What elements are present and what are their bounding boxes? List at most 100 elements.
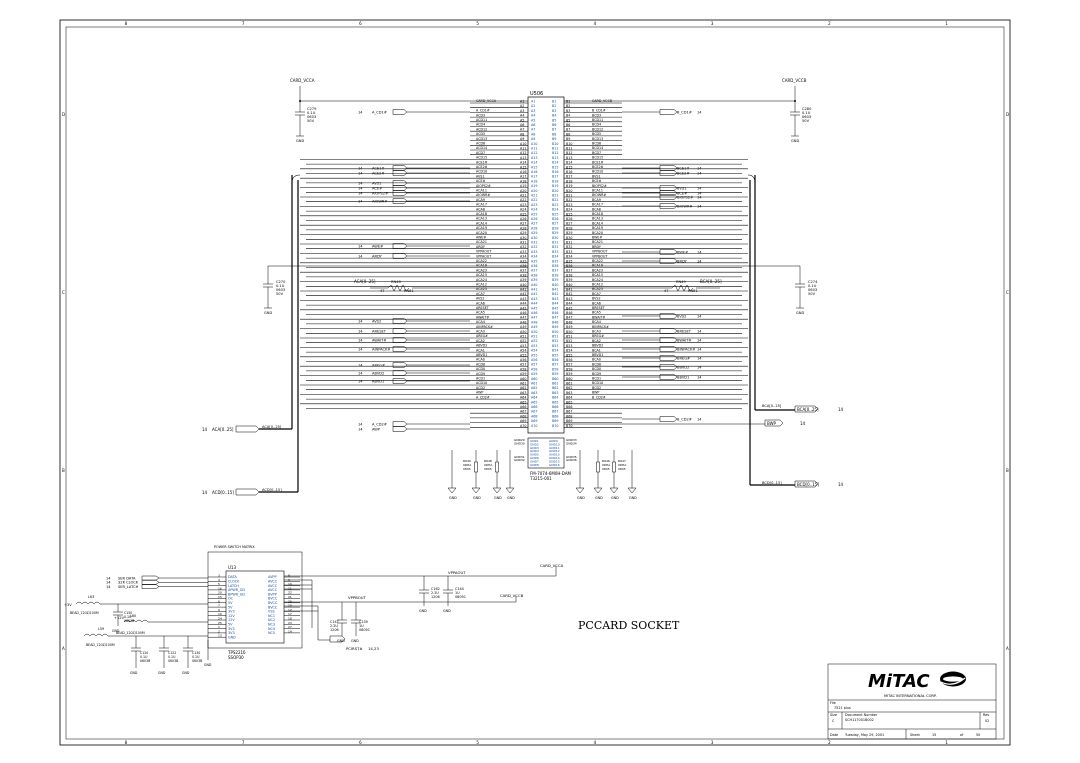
pin-a-num: A64 [520, 396, 526, 400]
pin-b-num: B17 [566, 175, 572, 179]
pin-b-num: B35 [566, 259, 572, 263]
svg-text:Tuesday, May 29, 2001: Tuesday, May 29, 2001 [844, 733, 884, 737]
svg-text:47: 47 [664, 289, 669, 293]
pin-a-num: A3 [520, 109, 524, 113]
pin-a-num: A60 [520, 377, 526, 381]
pin-b: B33 [552, 250, 558, 254]
pin-a: A32 [531, 245, 537, 249]
pin-b-num: B46 [566, 311, 572, 315]
resistor-pkg: 0805 [484, 467, 492, 471]
psm-pin-name: LATCH [228, 584, 239, 588]
pin-b-num: B42 [566, 292, 572, 296]
svg-text:BEAD_120Z/100M: BEAD_120Z/100M [86, 643, 115, 647]
pin-b: B61 [552, 382, 558, 386]
pin-a-signal: AWP [476, 391, 483, 395]
pin-b-num: B19 [566, 184, 572, 188]
gnd-symbol: GND [611, 496, 619, 500]
pin-b: B39 [552, 278, 558, 282]
pin-b: B53 [552, 344, 558, 348]
pin-b-num: B49 [566, 325, 572, 329]
svg-text:14: 14 [202, 490, 208, 495]
pin-a: A61 [531, 382, 537, 386]
pin-a-signal: ACD14 [476, 146, 487, 150]
pin-b-num: B7 [566, 128, 570, 132]
pin-b: B67 [552, 410, 558, 414]
cap-c279-text: C279 0.1U 0603 50V GND [296, 107, 317, 143]
gnd-net: GND34 [566, 441, 577, 445]
svg-text:ACD[0..15]: ACD[0..15] [212, 490, 234, 495]
svg-text:BRDY: BRDY [677, 260, 688, 264]
pin-a: A22 [531, 198, 537, 202]
pin-a: A54 [531, 349, 537, 353]
pin-b-num: B68 [566, 414, 572, 418]
psm-pin-name: BVCC [268, 597, 278, 601]
pin-b: B22 [552, 198, 558, 202]
pcirst-port: PCIRST# 14,23 [329, 635, 379, 651]
svg-text:BINPACK#: BINPACK# [677, 348, 695, 352]
gnd-pin: GND5 [530, 453, 539, 457]
pin-a-signal: ACA19 [476, 226, 487, 230]
pin-b: B44 [552, 302, 558, 306]
pin-b-num: B52 [566, 339, 572, 343]
frame-row-label: C [1006, 290, 1009, 295]
psm-pin-name: NC1 [268, 614, 275, 618]
pin-b: B66 [552, 405, 558, 409]
pin-a-signal: ACE# [476, 179, 486, 183]
pin-a-num: A47 [520, 316, 526, 320]
pin-b-num: B13 [566, 156, 572, 160]
psm-input-name: SER DATA [118, 576, 136, 580]
svg-text:14: 14 [838, 407, 844, 412]
pin-a-num: A2 [520, 104, 524, 108]
psm-cap-labels: C162 2.2U 1206 C144 1U 0805C C147 2.2U 1… [330, 587, 467, 643]
pin-b-signal: BCA17 [592, 203, 603, 207]
pin-a-signal: ACD5 [476, 132, 485, 136]
gnd-symbol: GND [629, 496, 637, 500]
pin-a: A20 [531, 189, 537, 193]
pin-b-signal: BCA3 [592, 330, 601, 334]
pin-b: B46 [552, 311, 558, 315]
pin-a: A31 [531, 241, 537, 245]
pin-a-num: A70 [520, 424, 526, 428]
svg-text:SSOP30: SSOP30 [228, 655, 244, 660]
pin-a-num: A38 [520, 273, 526, 277]
pin-b-num: B29 [566, 231, 572, 235]
pin-b-num: B25 [566, 212, 572, 216]
svg-text:50V: 50V [802, 119, 810, 123]
pin-b-signal: BCD10 [592, 381, 603, 385]
psm-pin-num: 23 [288, 621, 292, 625]
pin-b: B9 [552, 137, 556, 141]
svg-text:14: 14 [358, 348, 363, 352]
svg-text:15: 15 [932, 733, 936, 737]
pin-b: B50 [552, 330, 558, 334]
svg-text:BCA[0..25]: BCA[0..25] [700, 279, 722, 284]
psm-pin-name: AVCC [268, 584, 278, 588]
pin-b-num: B69 [566, 419, 572, 423]
svg-text:BBVD1: BBVD1 [677, 376, 689, 380]
pin-b: B49 [552, 325, 558, 329]
psm-pin-num: 9 [218, 608, 220, 612]
pin-b-num: B23 [566, 203, 572, 207]
pin-b-num: B27 [566, 222, 572, 226]
pin-b-signal: BVS1 [592, 174, 601, 178]
pin-b-signal: BBVD1 [592, 353, 603, 357]
pin-b-num: B44 [566, 302, 572, 306]
resistor-rn49: BCA[0..25] 47 RN81 RN49 [564, 279, 722, 293]
gnd-pin: GND11 [549, 446, 560, 450]
pin-b: B32 [552, 245, 558, 249]
pin-a-num: A65 [520, 400, 526, 404]
frame-col-label: 2 [828, 740, 831, 745]
psm-pin-name: GND [228, 635, 236, 639]
pin-b-num: B57 [566, 363, 572, 367]
psm-pin-num: 8 [288, 574, 290, 578]
pin-a-signal: ACA0 [476, 358, 485, 362]
pin-b-signal: BRESET [592, 306, 606, 310]
svg-text:14: 14 [697, 348, 702, 352]
cap-c279 [295, 101, 305, 137]
pin-b-signal: BCA20 [592, 231, 603, 235]
pin-b-num: B8 [566, 132, 570, 136]
